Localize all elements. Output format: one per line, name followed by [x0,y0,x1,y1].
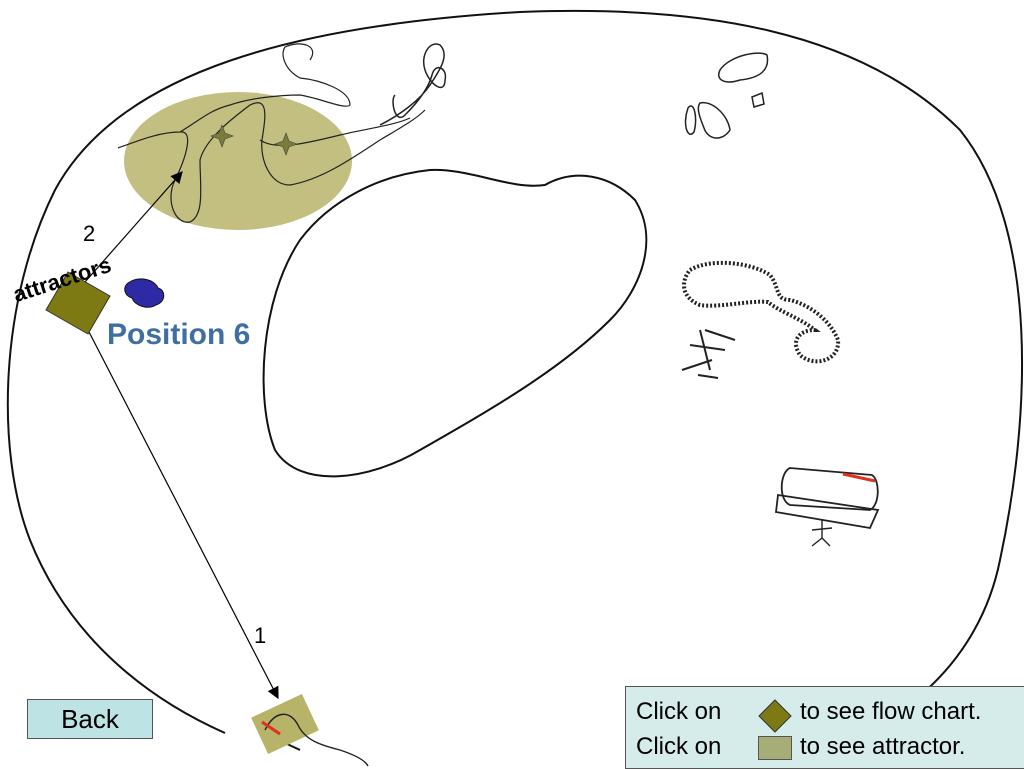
legend-suffix: to see flow chart. [800,698,982,725]
blob-left-pair [684,101,731,139]
start-attractor-square[interactable] [251,694,319,754]
start-red-marker [261,720,281,736]
attractor-star-left [210,124,234,148]
fan-squiggle [681,329,736,379]
legend-row-attractor: Click on to see attractor. [636,733,1024,763]
step-label-1: 1 [254,623,267,648]
legend-suffix: to see attractor. [800,733,966,760]
olive-diamond-icon[interactable] [758,699,792,733]
back-button[interactable]: Back [27,699,153,739]
attractor-ellipse[interactable] [124,92,352,230]
blob-top-right [718,52,769,83]
page-title: Position 6 [107,318,251,351]
inner-island-outline [262,168,648,478]
arrow-to-start [87,329,279,700]
start-squiggle [264,713,369,767]
spiral-squiggle [379,43,447,126]
stick-figure [811,520,833,547]
arrow-to-attractor [84,171,183,283]
attractor-star-right [274,132,298,156]
cylinder-red-marker [842,472,876,483]
legend-box: Click on to see flow chart. Click on to … [625,686,1024,769]
legend-row-flowchart: Click on to see flow chart. [636,698,1024,733]
step-label-2: 2 [83,221,96,246]
blob-small-square [751,91,765,108]
legend-prefix: Click on [636,733,722,760]
blue-blob-icon [124,278,165,308]
flowchart-diamond-icon[interactable] [45,271,111,335]
band-squiggle [682,260,841,364]
khaki-square-icon[interactable] [758,736,792,760]
legend-prefix: Click on [636,698,722,725]
cylinder-drawing [775,467,880,530]
